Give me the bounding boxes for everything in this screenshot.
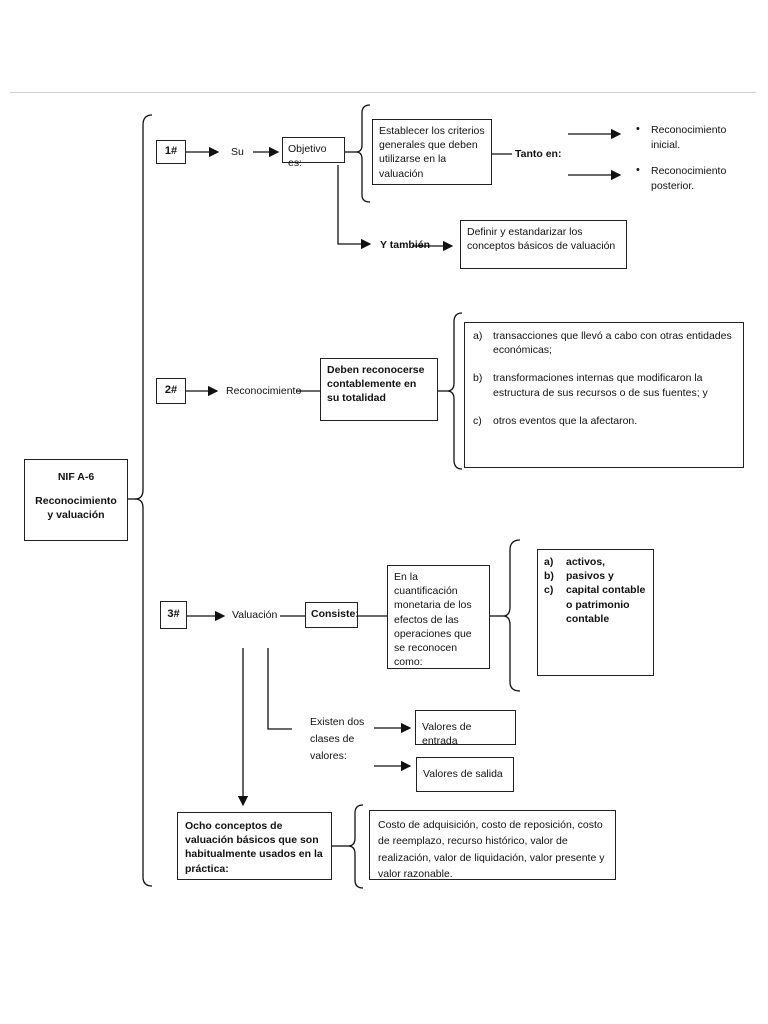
sec2-number: 2# xyxy=(156,378,186,404)
sec3-item-c: c) capital contable o patrimonio contabl… xyxy=(544,584,646,625)
sec3-bottom-bracket xyxy=(347,804,364,889)
sec3-salida-box: Valores de salida xyxy=(416,757,514,792)
sec1-su: Su xyxy=(231,146,244,158)
sec2-bracket xyxy=(446,312,463,470)
sec1-bullet-1: Reconocimiento inicial. xyxy=(651,124,727,152)
sec1-tanto-en: Tanto en: xyxy=(515,148,562,160)
top-divider xyxy=(10,92,756,93)
sec3-list-box: a) activos, b) pasivos y c) capital cont… xyxy=(537,549,654,676)
sec2-list-box: a) transacciones que llevó a cabo con ot… xyxy=(464,322,744,468)
sec2-label: Reconocimiento xyxy=(226,385,302,397)
sec1-criterios-box: Establecer los criterios generales que d… xyxy=(372,119,492,185)
sec3-cuantificacion-box: En la cuantificación monetaria de los ef… xyxy=(387,565,490,669)
sec3-consiste-box: Consiste: xyxy=(305,602,359,628)
sec2-deben-box: Deben reconocerse contablemente en su to… xyxy=(320,358,438,421)
sec1-bracket xyxy=(355,104,371,203)
sec3-entrada-box: Valores de entrada xyxy=(415,710,516,747)
root-node: NIF A-6 Reconocimiento y valuación xyxy=(24,459,128,541)
sec1-objetivo-box: Objetivo es: xyxy=(282,137,345,169)
root-title: NIF A-6 xyxy=(57,471,95,483)
sec2-item-b: b) transformaciones internas que modific… xyxy=(473,372,708,399)
sec3-ocho-box: Ocho conceptos de valuación básicos que … xyxy=(177,812,332,880)
sec2-item-c: c) otros eventos que la afectaron. xyxy=(473,414,638,427)
sec1-number: 1# xyxy=(156,140,186,164)
sec3-costos-box: Costo de adquisición, costo de reposició… xyxy=(369,810,616,880)
sec1-definir-box: Definir y estandarizar los conceptos bás… xyxy=(460,220,627,269)
bullet-dot-icon: • xyxy=(636,123,640,135)
sec3-existen: Existen dos clases de valores: xyxy=(310,716,365,762)
sec1-bullet-2: Reconocimiento posterior. xyxy=(651,165,727,193)
main-bracket xyxy=(134,114,153,887)
sec3-number: 3# xyxy=(160,601,187,629)
sec3-item-a: a) activos, xyxy=(544,556,606,568)
sec3-label: Valuación xyxy=(232,609,278,621)
sec2-item-a: a) transacciones que llevó a cabo con ot… xyxy=(473,330,732,357)
sec1-y-tambien: Y también xyxy=(380,239,430,251)
bullet-dot-icon: • xyxy=(636,164,640,176)
sec3-bracket xyxy=(502,539,521,692)
root-subtitle: Reconocimiento y valuación xyxy=(35,495,117,522)
sec3-item-b: b) pasivos y xyxy=(544,570,614,583)
